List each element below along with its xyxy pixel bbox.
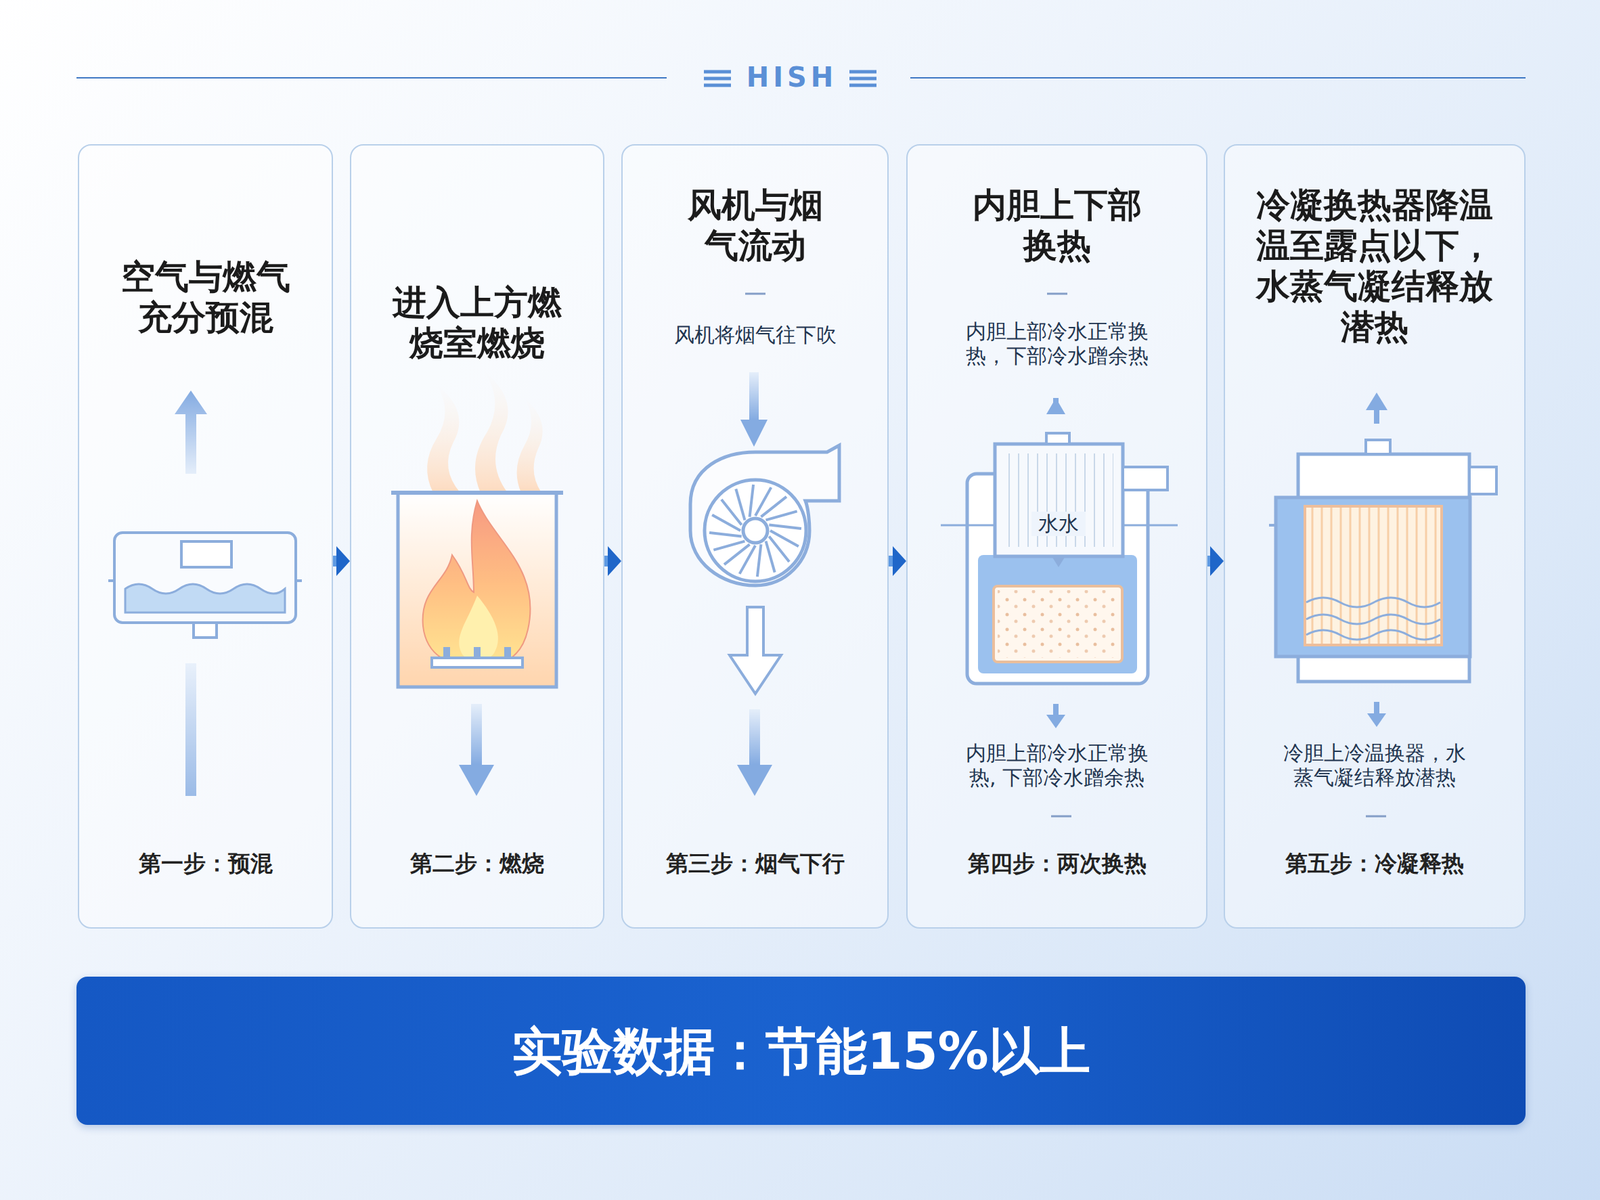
step-heading: 空气与燃气充分预混 xyxy=(118,256,294,338)
result-banner-text: 实验数据：节能15%以上 xyxy=(293,1020,1309,1082)
step-label: 第二步：燃烧 xyxy=(387,850,567,878)
step-heading: 进入上方燃烧室燃烧 xyxy=(389,282,565,364)
step-panel: 冷凝换热器降温温至露点以下，水蒸气凝结释放潜热冷胆上冷温换器，水蒸气凝结释放潜热… xyxy=(1223,144,1526,929)
step-heading: 内胆上下部换热 xyxy=(969,184,1145,266)
step-panel: 空气与燃气充分预混第一步：预混 xyxy=(77,144,333,929)
step-label: 第五步：冷凝释热 xyxy=(1285,850,1464,878)
step-heading: 冷凝换热器降温温至露点以下，水蒸气凝结释放潜热 xyxy=(1253,184,1496,348)
flow-arrow xyxy=(604,546,622,576)
step-label: 第四步：两次换热 xyxy=(967,850,1147,878)
flow-arrow xyxy=(1207,546,1224,576)
step-note: 风机将烟气往下吹 xyxy=(663,322,847,348)
step-note: 内胆上部冷水正常换热, 下部冷水蹭余热 xyxy=(960,741,1154,790)
step-panel: 内胆上下部换热内胆上部冷水正常换热，下部冷水蹭余热内胆上部冷水正常换热, 下部冷… xyxy=(906,144,1208,929)
step-note: 冷胆上冷温换器，水蒸气凝结释放潜热 xyxy=(1281,741,1469,790)
step-note: 内胆上部冷水正常换热，下部冷水蹭余热 xyxy=(963,319,1151,369)
step-panel: 进入上方燃烧室燃烧第二步：燃烧 xyxy=(349,144,605,929)
logo-text: HISH xyxy=(737,60,847,94)
flow-arrow xyxy=(332,546,350,576)
step-heading: 风机与烟气流动 xyxy=(684,184,826,266)
step-label: 第三步：烟气下行 xyxy=(665,850,845,878)
result-banner: 实验数据：节能15%以上 xyxy=(76,976,1526,1125)
step-panel: 风机与烟气流动风机将烟气往下吹第三步：烟气下行 xyxy=(621,144,889,929)
flow-arrow xyxy=(888,546,907,576)
part-label: 水水 xyxy=(1031,511,1086,537)
step-label: 第一步：预混 xyxy=(116,850,296,878)
